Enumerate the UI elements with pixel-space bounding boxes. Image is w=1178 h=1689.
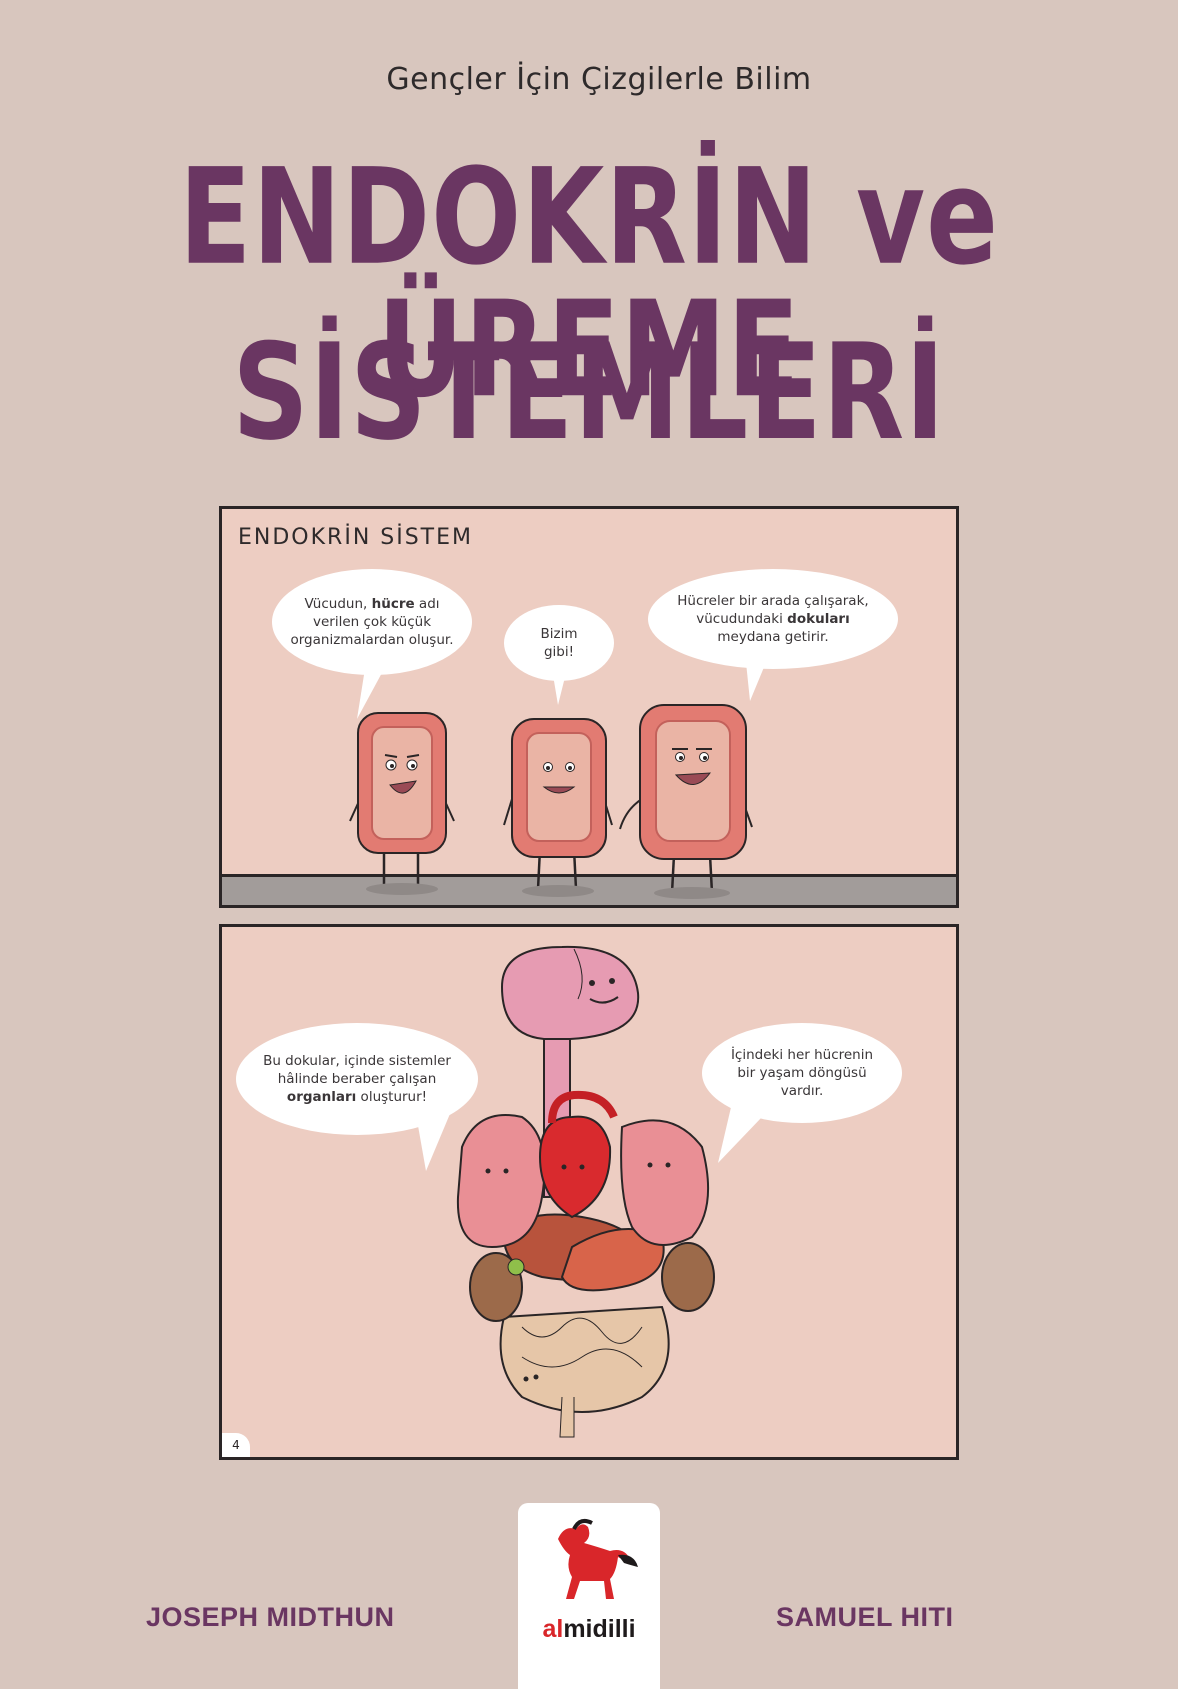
page-number: 4 [222, 1433, 250, 1457]
publisher-logo: almidilli [518, 1503, 660, 1689]
speech-bubble-1: Vücudun, hücre adı verilen çok küçük org… [272, 569, 472, 675]
lung-right [620, 1119, 710, 1246]
stomach-character [560, 1228, 665, 1292]
horse-icon [558, 1519, 638, 1599]
organs-illustration [414, 945, 762, 1438]
floor [222, 874, 956, 905]
illustrator-name: SAMUEL HITI [776, 1602, 954, 1632]
cell-character-1 [349, 712, 455, 895]
author-name: JOSEPH MIDTHUN [146, 1602, 395, 1632]
lung-left [456, 1114, 546, 1249]
comic-panel-organs: Bu dokular, içinde sistemler hâlinde ber… [219, 924, 959, 1460]
speech-bubble-3: Hücreler bir arada çalışarak, vücudundak… [648, 569, 898, 669]
publisher-name: almidilli [542, 1615, 636, 1643]
intestines-character [499, 1305, 670, 1438]
kidney-right [661, 1242, 715, 1312]
speech-bubble-2: Bizim gibi! [504, 605, 614, 681]
speech-bubble-5: İçindeki her hücrenin bir yaşam döngüsü … [702, 1023, 902, 1123]
comic-panel-cells: ENDOKRİN SİSTEM [219, 506, 959, 908]
heart-character [538, 1115, 612, 1219]
cell-character-2 [503, 718, 613, 897]
speech-bubble-4: Bu dokular, içinde sistemler hâlinde ber… [236, 1023, 478, 1135]
panel-heading: ENDOKRİN SİSTEM [238, 525, 474, 550]
cells-illustration [349, 637, 774, 899]
book-title-line2: SİSTEMLERİ [232, 315, 946, 470]
book-title-line1: ENDOKRİN ve ÜREME [178, 140, 1000, 427]
cell-character-3 [619, 704, 753, 899]
series-title: Gençler İçin Çizgilerle Bilim [386, 62, 812, 97]
